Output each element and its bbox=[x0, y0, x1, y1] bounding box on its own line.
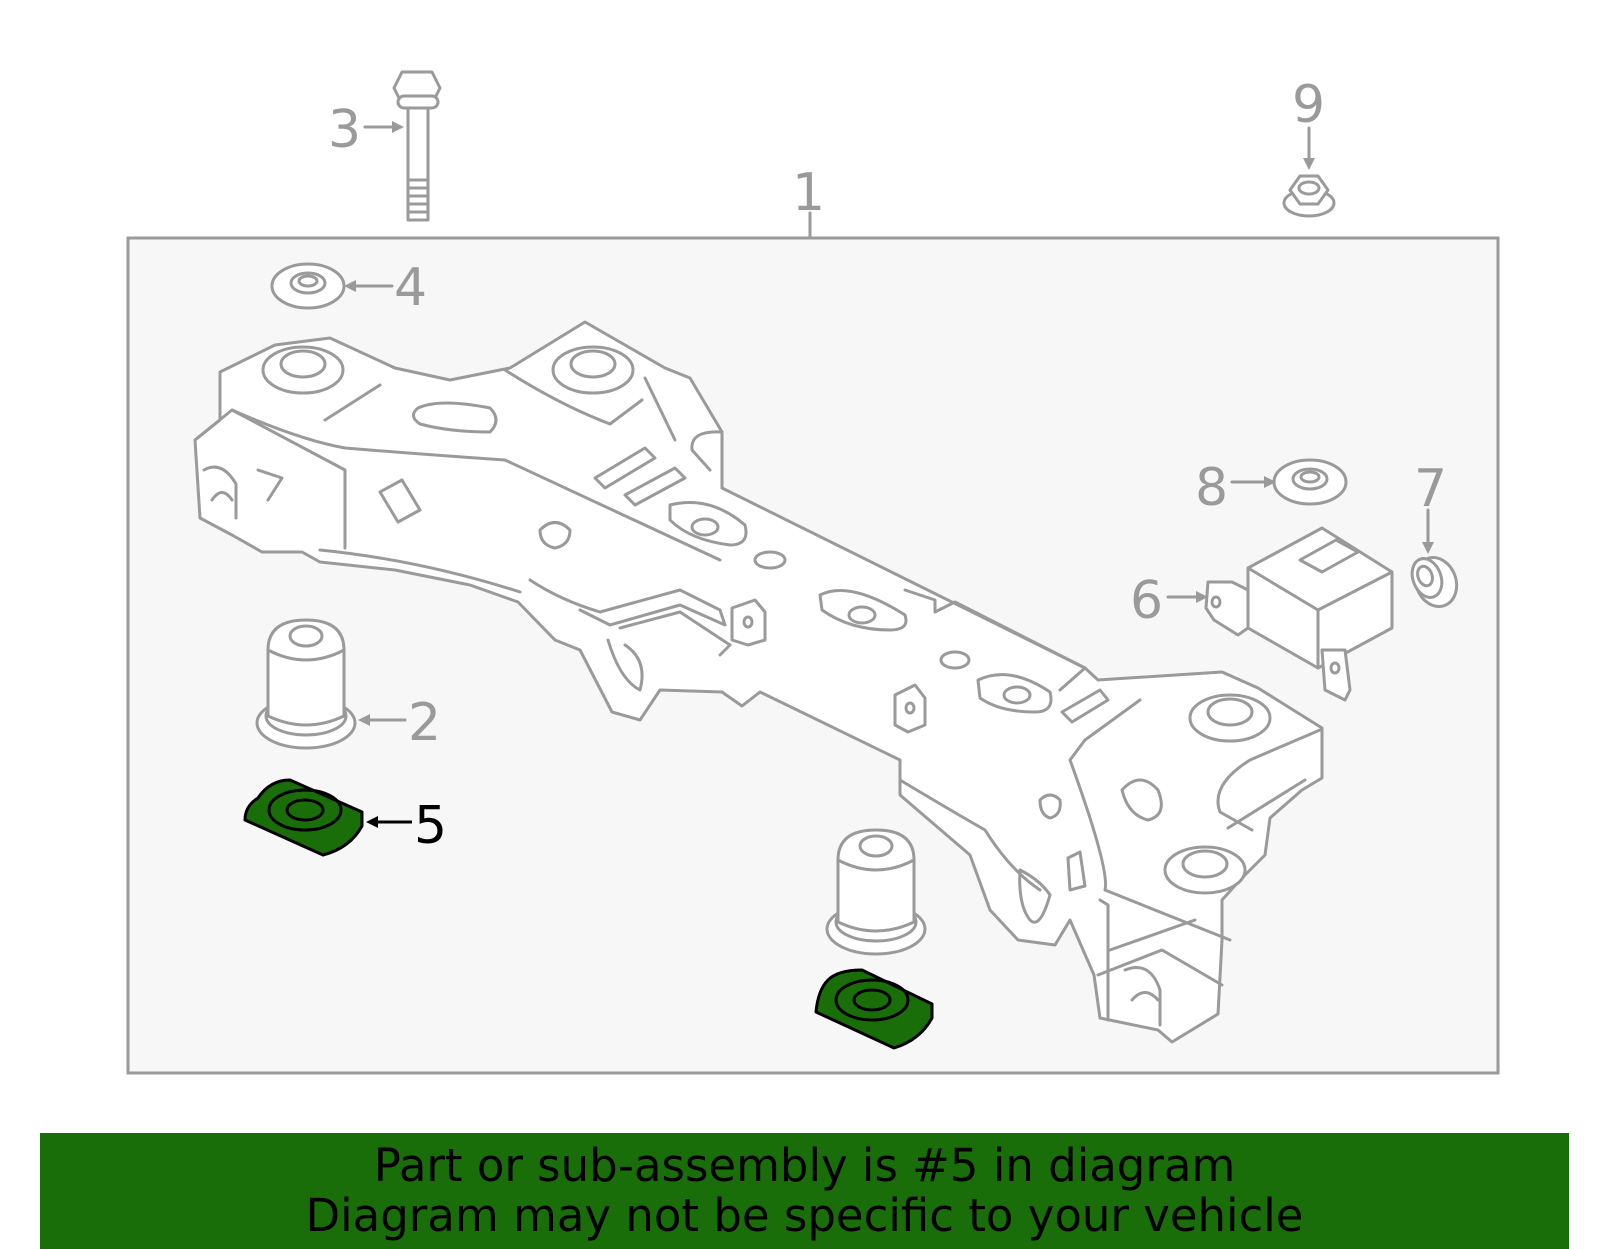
part-1-crossmember[interactable] bbox=[193, 320, 1324, 1044]
callout-8: 8 bbox=[1195, 458, 1228, 518]
part-9-nut[interactable] bbox=[1282, 174, 1336, 218]
banner-line-2: Diagram may not be specific to your vehi… bbox=[305, 1189, 1304, 1242]
callout-4: 4 bbox=[394, 258, 427, 318]
part-8-washer[interactable] bbox=[1272, 458, 1348, 506]
callout-1: 1 bbox=[792, 163, 825, 223]
info-banner: Part or sub-assembly is #5 in diagram Di… bbox=[40, 1133, 1569, 1249]
part-6-bracket[interactable] bbox=[1204, 526, 1394, 702]
callout-7: 7 bbox=[1414, 459, 1447, 519]
part-2-bushing-left[interactable] bbox=[255, 618, 357, 750]
callout-3: 3 bbox=[328, 100, 361, 160]
part-5-spacer-left[interactable] bbox=[243, 778, 364, 857]
callout-5: 5 bbox=[414, 796, 447, 856]
banner-line-1: Part or sub-assembly is #5 in diagram bbox=[373, 1139, 1236, 1192]
part-4-washer[interactable] bbox=[270, 262, 346, 310]
part-5-spacer-right[interactable] bbox=[814, 968, 934, 1050]
callout-2: 2 bbox=[408, 693, 441, 753]
part-2-bushing-right[interactable] bbox=[825, 828, 927, 956]
part-3-bolt[interactable] bbox=[392, 70, 442, 222]
callout-6: 6 bbox=[1130, 571, 1163, 631]
part-7-grommet[interactable] bbox=[1407, 552, 1463, 613]
callout-9: 9 bbox=[1292, 75, 1325, 135]
parts-diagram: 1 3 9 4 bbox=[126, 70, 1500, 1075]
